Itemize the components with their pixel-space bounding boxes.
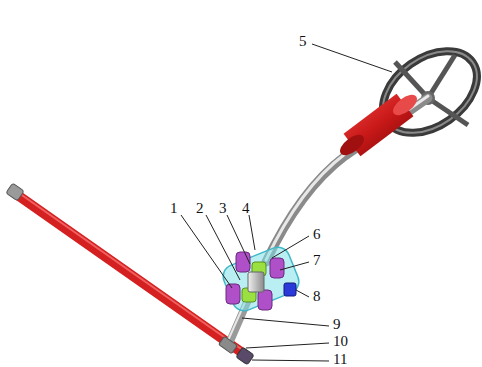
tie-rod <box>6 183 254 365</box>
callout-number: 8 <box>313 289 321 304</box>
universal-joint <box>220 244 303 315</box>
callout-number: 11 <box>333 352 347 367</box>
callout-number: 5 <box>299 34 307 49</box>
callout-number: 3 <box>219 201 227 216</box>
leader-lines <box>181 44 392 361</box>
callout-number: 2 <box>196 201 204 216</box>
bolt <box>284 283 296 296</box>
column-tube <box>337 91 421 159</box>
callout-number: 7 <box>313 253 321 268</box>
upper-shaft <box>266 98 428 262</box>
callout-number: 1 <box>170 201 178 216</box>
callout-number: 10 <box>333 334 348 349</box>
callout-number: 9 <box>333 317 341 332</box>
callout-number: 6 <box>313 227 321 242</box>
callout-number: 4 <box>242 201 250 216</box>
